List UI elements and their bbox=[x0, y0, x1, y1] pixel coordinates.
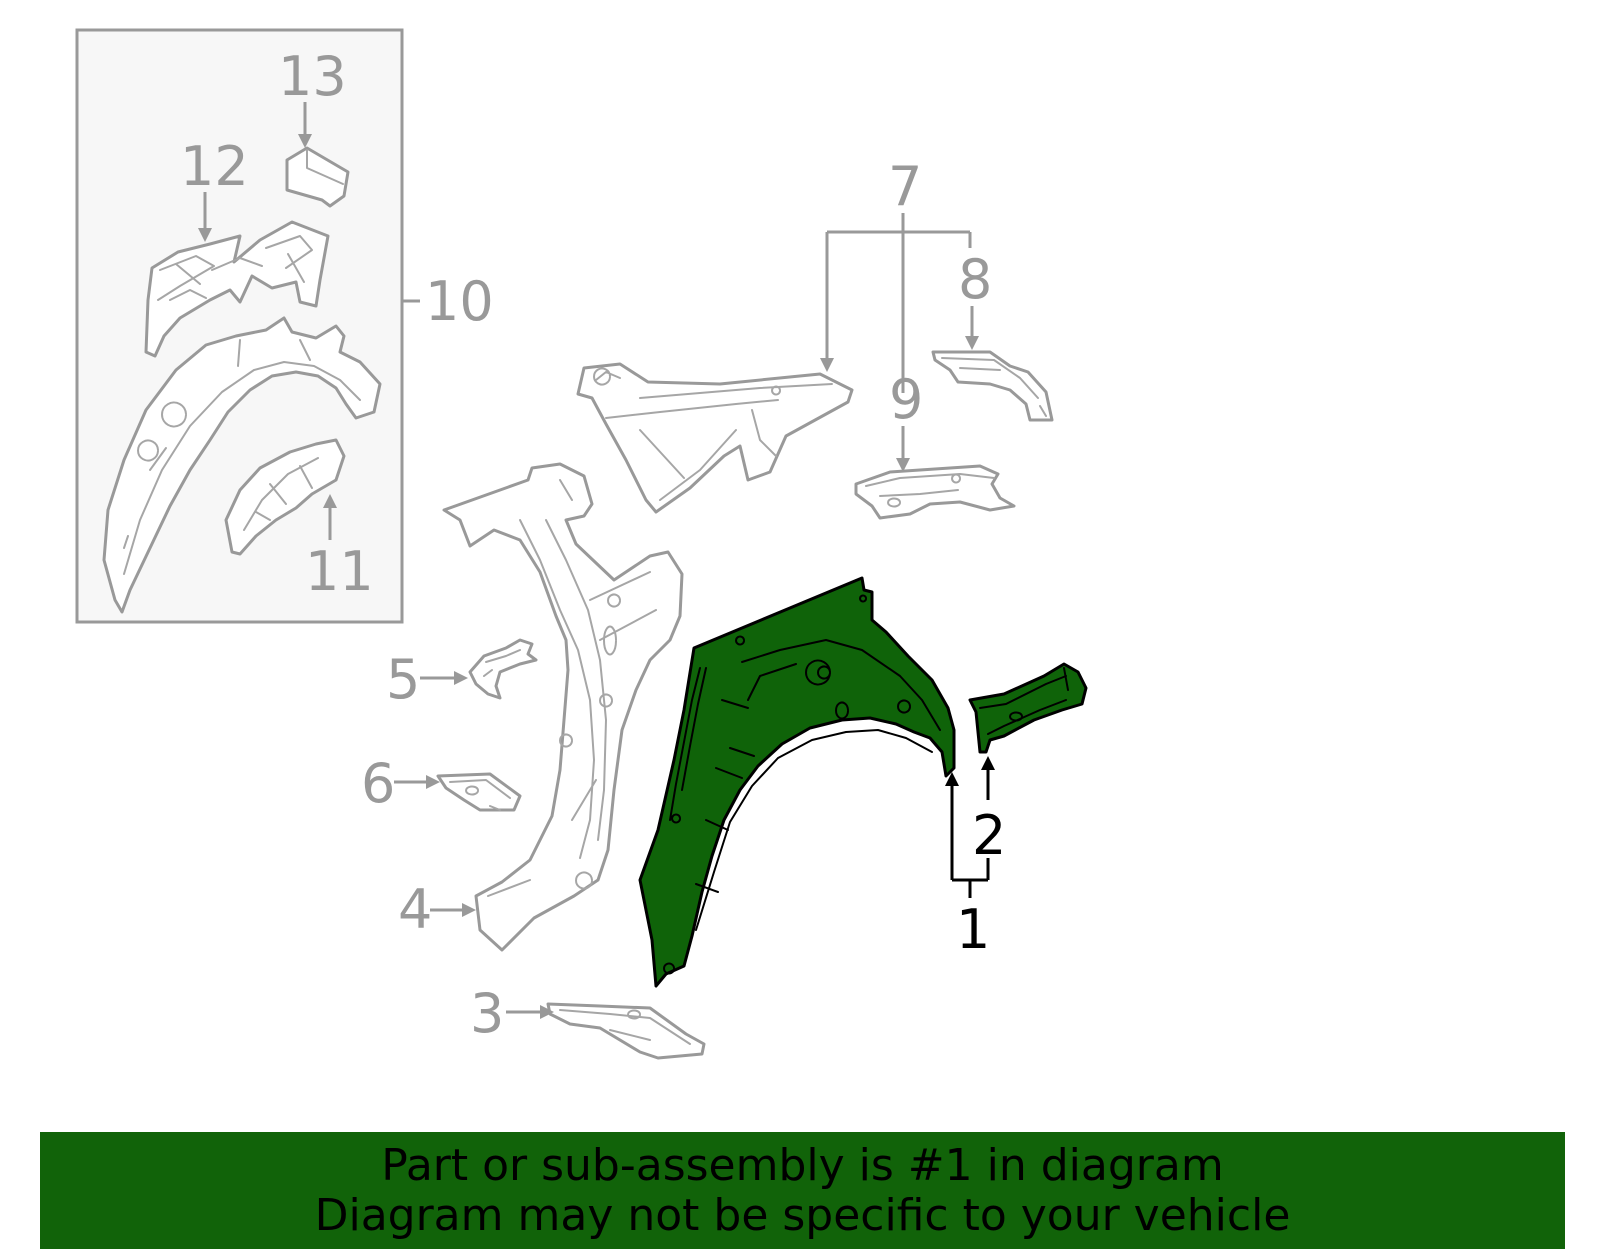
part-13[interactable]: 13 bbox=[278, 45, 350, 208]
part-5[interactable]: 5 bbox=[386, 638, 538, 711]
info-banner: Part or sub-assembly is #1 in diagram Di… bbox=[40, 1132, 1565, 1249]
arrow-12 bbox=[198, 228, 212, 242]
callout-9: 9 bbox=[889, 368, 923, 431]
arrow-8 bbox=[965, 336, 979, 350]
arrow-3 bbox=[540, 1005, 554, 1019]
part-8[interactable] bbox=[931, 350, 1054, 422]
callout-8: 8 bbox=[958, 248, 992, 311]
callout-5: 5 bbox=[386, 648, 420, 711]
callout-group-1-2: 2 1 bbox=[945, 756, 1006, 961]
inner-wheelhouse-sub[interactable] bbox=[102, 316, 382, 614]
callout-3: 3 bbox=[470, 982, 504, 1045]
arrow-1 bbox=[945, 772, 959, 786]
arrow-11 bbox=[323, 494, 337, 508]
callout-13: 13 bbox=[278, 45, 347, 108]
banner-line-1: Part or sub-assembly is #1 in diagram bbox=[381, 1139, 1224, 1191]
part-11[interactable]: 11 bbox=[224, 438, 374, 603]
arrow-5 bbox=[454, 671, 468, 685]
callout-6: 6 bbox=[361, 752, 395, 815]
part-9[interactable] bbox=[854, 464, 1016, 520]
callout-2: 2 bbox=[972, 804, 1006, 867]
part-6[interactable]: 6 bbox=[361, 752, 522, 815]
callout-group-7-8-9: 7 8 9 bbox=[820, 155, 992, 472]
part-4[interactable]: 4 bbox=[398, 462, 684, 952]
part-2-highlighted[interactable] bbox=[968, 662, 1088, 754]
callout-4: 4 bbox=[398, 878, 432, 941]
part-3[interactable]: 3 bbox=[470, 982, 706, 1060]
arrow-6 bbox=[426, 775, 440, 789]
callout-7: 7 bbox=[888, 155, 922, 218]
arrow-2 bbox=[981, 756, 995, 770]
arrow-4 bbox=[462, 903, 476, 917]
arrow-7 bbox=[820, 358, 834, 372]
part-1-highlighted[interactable] bbox=[638, 576, 956, 988]
callout-10: 10 bbox=[425, 270, 494, 333]
callout-11: 11 bbox=[305, 540, 374, 603]
arrow-13 bbox=[298, 134, 312, 148]
banner-line-2: Diagram may not be specific to your vehi… bbox=[314, 1189, 1291, 1241]
callout-12: 12 bbox=[180, 135, 249, 198]
part-7[interactable] bbox=[576, 362, 854, 514]
part-12[interactable]: 12 bbox=[144, 135, 330, 358]
callout-1: 1 bbox=[956, 898, 990, 961]
arrow-9 bbox=[896, 458, 910, 472]
